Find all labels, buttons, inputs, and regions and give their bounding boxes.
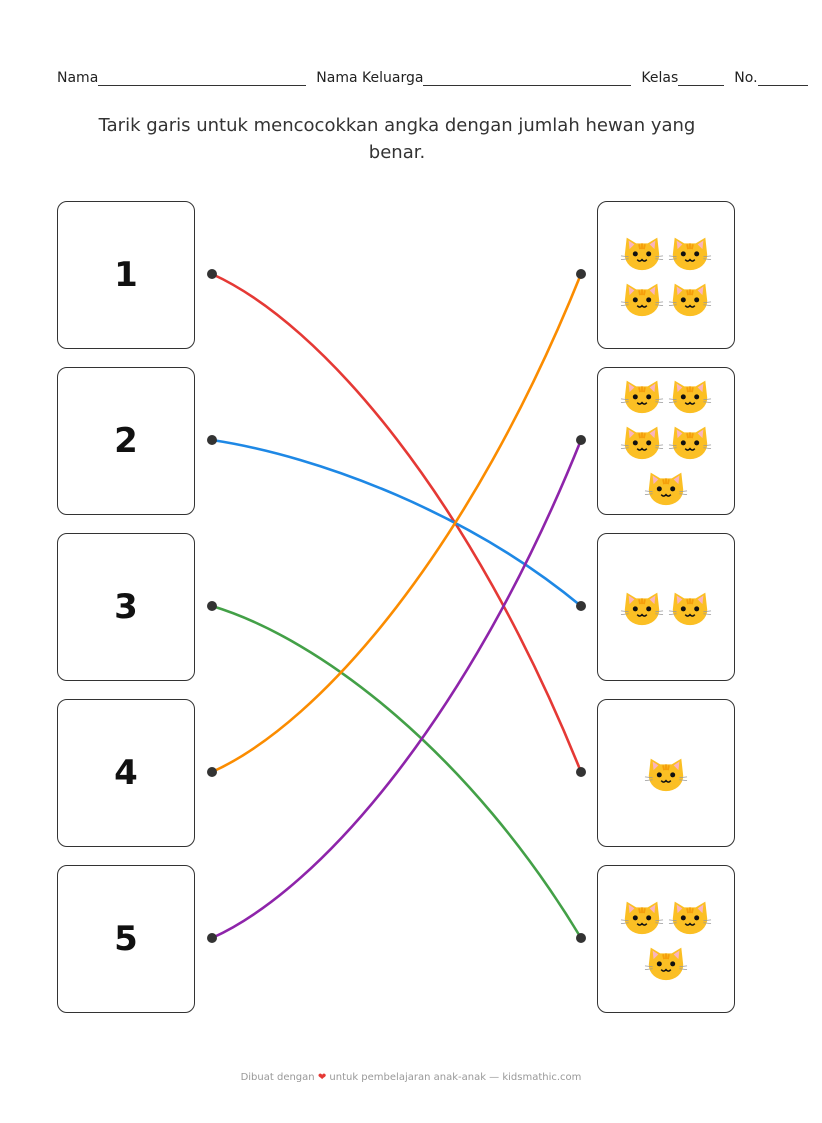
animal-card-4 xyxy=(597,699,735,847)
number-label: 3 xyxy=(114,587,138,627)
animal-card-5 xyxy=(597,865,735,1013)
left-connector-dot[interactable] xyxy=(207,767,217,777)
family-name-field[interactable] xyxy=(423,71,632,86)
heart-icon: ❤ xyxy=(317,1072,327,1083)
number-label: 2 xyxy=(114,421,138,461)
number-card-2: 2 xyxy=(57,367,195,515)
right-connector-dot[interactable] xyxy=(576,435,586,445)
left-connector-dot[interactable] xyxy=(207,435,217,445)
footer-suffix: untuk pembelajaran anak-anak — kidsmathi… xyxy=(329,1072,582,1083)
animal-card-3 xyxy=(597,533,735,681)
number-label: 4 xyxy=(114,753,138,793)
connection-line-4[interactable] xyxy=(211,273,583,774)
class-label: Kelas xyxy=(641,70,679,86)
number-label: 5 xyxy=(114,919,138,959)
connection-line-2[interactable] xyxy=(211,438,582,608)
right-connector-dot[interactable] xyxy=(576,601,586,611)
student-info-header: Nama Nama Keluarga Kelas No. xyxy=(57,70,808,86)
left-connector-dot[interactable] xyxy=(207,933,217,943)
number-card-3: 3 xyxy=(57,533,195,681)
left-connector-dot[interactable] xyxy=(207,601,217,611)
right-connector-dot[interactable] xyxy=(576,269,586,279)
number-card-4: 4 xyxy=(57,699,195,847)
family-name-label: Nama Keluarga xyxy=(316,70,424,86)
number-field[interactable] xyxy=(757,71,808,86)
number-label: 1 xyxy=(114,255,138,295)
name-field[interactable] xyxy=(98,71,307,86)
footer: Dibuat dengan ❤ untuk pembelajaran anak-… xyxy=(0,1072,822,1083)
footer-prefix: Dibuat dengan xyxy=(240,1072,315,1083)
instruction-text: Tarik garis untuk mencocokkan angka deng… xyxy=(98,115,696,163)
animal-card-1 xyxy=(597,201,735,349)
right-connector-dot[interactable] xyxy=(576,933,586,943)
number-card-1: 1 xyxy=(57,201,195,349)
number-label: No. xyxy=(734,70,758,86)
class-field[interactable] xyxy=(678,71,725,86)
connection-line-1[interactable] xyxy=(211,272,583,773)
connection-line-3[interactable] xyxy=(211,604,583,939)
name-label: Nama xyxy=(57,70,99,86)
connection-line-5[interactable] xyxy=(211,439,583,940)
number-card-5: 5 xyxy=(57,865,195,1013)
left-connector-dot[interactable] xyxy=(207,269,217,279)
right-connector-dot[interactable] xyxy=(576,767,586,777)
animal-card-2 xyxy=(597,367,735,515)
